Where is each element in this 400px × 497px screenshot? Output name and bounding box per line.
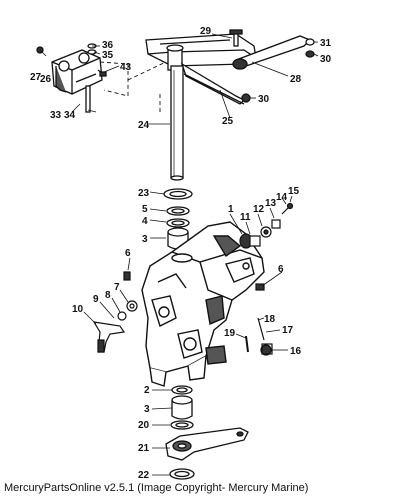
steering-tube — [170, 65, 184, 181]
block-assembly — [36, 43, 107, 113]
callout-14: 14 — [276, 192, 288, 203]
callout-9: 9 — [93, 294, 99, 305]
callout-24: 24 — [138, 120, 150, 131]
copyright-caption: MercuryPartsOnline v2.5.1 (Image Copyrig… — [4, 482, 309, 494]
callout-35: 35 — [102, 50, 114, 61]
grease-fitting-set — [239, 202, 294, 249]
callout-36: 36 — [102, 40, 114, 51]
guide-lines — [99, 59, 179, 170]
callout-34: 34 — [64, 110, 76, 121]
callout-13: 13 — [265, 198, 277, 209]
upper-bushing-stack — [163, 188, 193, 250]
callout-16: 16 — [290, 346, 302, 357]
callout-18: 18 — [264, 314, 276, 325]
callout-28: 28 — [290, 74, 302, 85]
callout-31: 31 — [320, 38, 332, 49]
left-side-parts — [92, 271, 138, 353]
callout-20: 20 — [138, 420, 150, 431]
callout-4: 4 — [142, 216, 148, 227]
right-side-parts — [245, 283, 273, 356]
callout-29: 29 — [200, 26, 212, 37]
callout-21: 21 — [138, 443, 150, 454]
callout-3-lower: 3 — [144, 404, 150, 415]
callout-1: 1 — [228, 204, 234, 215]
callout-6-left: 6 — [125, 248, 131, 259]
callout-17: 17 — [282, 325, 294, 336]
callout-15: 15 — [288, 186, 300, 197]
callout-23: 23 — [138, 188, 150, 199]
leader-lines — [39, 33, 319, 476]
callout-30-mid: 30 — [258, 94, 270, 105]
steering-arm — [145, 29, 315, 105]
callout-12: 12 — [253, 204, 265, 215]
lower-bushing-stack — [165, 385, 249, 480]
callout-33: 33 — [50, 110, 62, 121]
callout-11: 11 — [240, 212, 251, 223]
callout-19: 19 — [224, 328, 236, 339]
swivel-bracket — [141, 221, 265, 387]
callout-2-lower: 2 — [144, 385, 150, 396]
callout-43: 43 — [120, 62, 132, 73]
callout-3-top: 3 — [142, 234, 148, 245]
callout-labels: 36 35 27 26 43 33 34 24 29 31 30 28 30 2… — [30, 26, 332, 481]
callout-10: 10 — [72, 304, 84, 315]
callout-27: 27 — [30, 72, 42, 83]
callout-7: 7 — [114, 282, 120, 293]
callout-22: 22 — [138, 470, 150, 481]
callout-30-top: 30 — [320, 54, 332, 65]
callout-5: 5 — [142, 204, 148, 215]
callout-25: 25 — [222, 116, 234, 127]
callout-8: 8 — [105, 290, 111, 301]
callout-26: 26 — [40, 74, 52, 85]
callout-6-right: 6 — [278, 264, 284, 275]
